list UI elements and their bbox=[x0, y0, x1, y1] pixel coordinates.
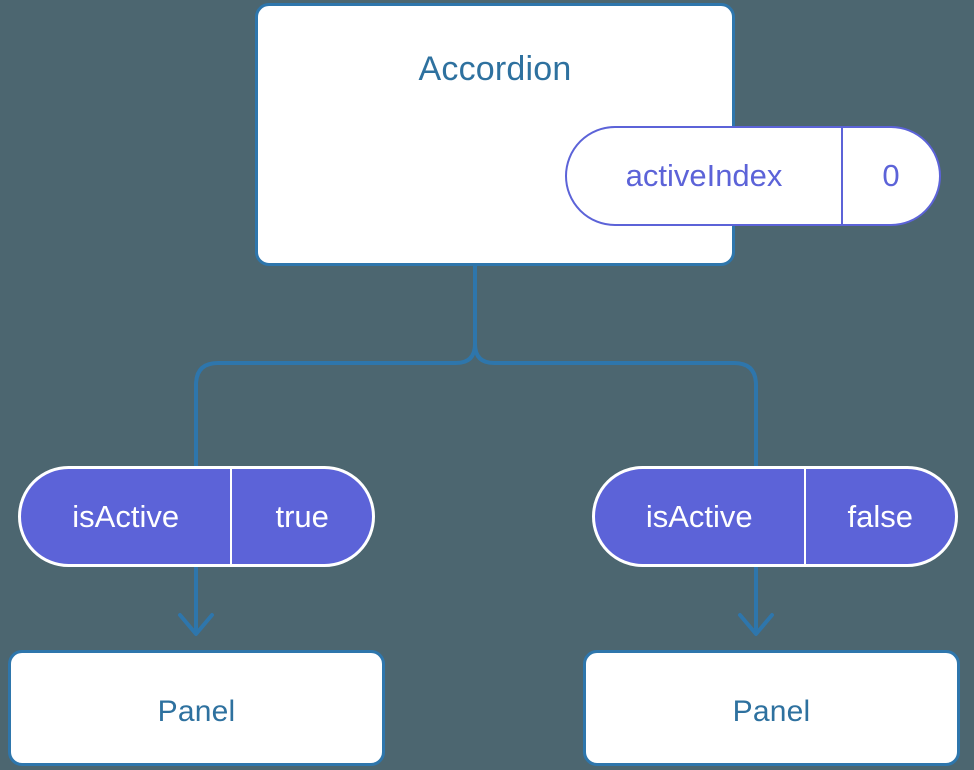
prop-pill-active-index[interactable]: activeIndex 0 bbox=[565, 126, 941, 226]
arrow-right-pill-to-panel bbox=[738, 566, 774, 636]
tree-branch-connector bbox=[194, 264, 477, 468]
panel-card-title: Panel bbox=[732, 695, 811, 728]
arrow-left-pill-to-panel bbox=[178, 566, 214, 636]
accordion-component-card[interactable]: Accordion activeIndex 0 bbox=[255, 3, 941, 266]
prop-pill-is-active-false[interactable]: isActive false bbox=[592, 466, 958, 567]
prop-pill-key: isActive bbox=[21, 469, 233, 564]
arrow-head-icon bbox=[738, 613, 774, 636]
prop-pill-value: false bbox=[847, 498, 913, 534]
panel-component-card-right[interactable]: Panel bbox=[583, 650, 960, 766]
prop-pill-is-active-true[interactable]: isActive true bbox=[18, 466, 375, 567]
prop-pill-key: activeIndex bbox=[567, 128, 844, 224]
prop-pill-value: true bbox=[275, 498, 329, 534]
prop-pill-value: 0 bbox=[882, 158, 900, 193]
panel-card-title: Panel bbox=[157, 695, 236, 728]
prop-pill-key: isActive bbox=[595, 469, 806, 564]
panel-component-card-left[interactable]: Panel bbox=[8, 650, 385, 766]
tree-branch-connector-right bbox=[473, 264, 758, 468]
accordion-card-title: Accordion bbox=[418, 50, 572, 88]
arrow-head-icon bbox=[178, 613, 214, 636]
